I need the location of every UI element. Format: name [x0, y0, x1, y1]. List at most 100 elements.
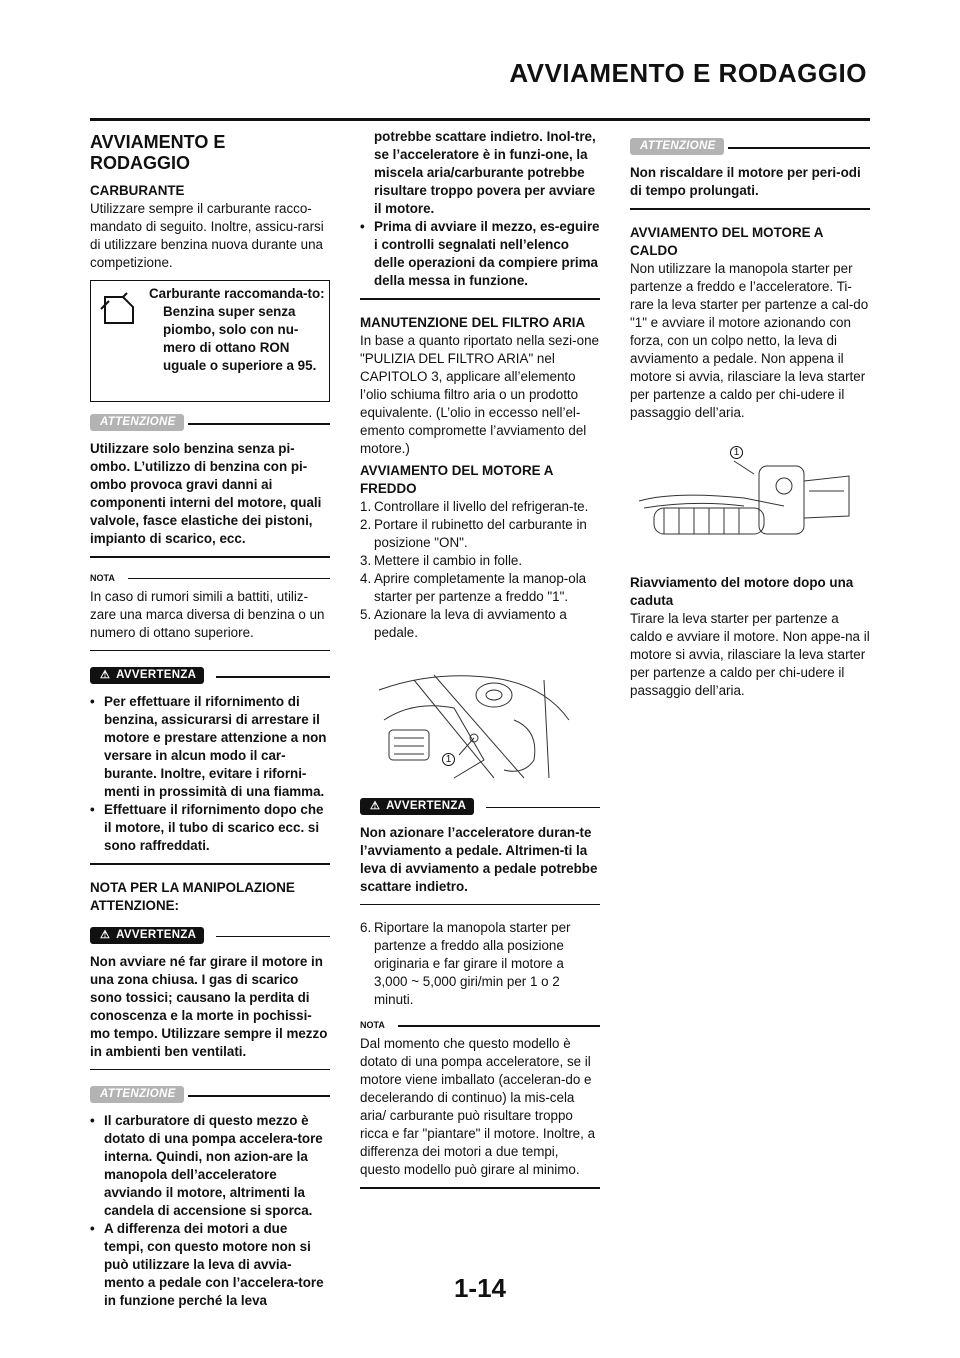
warning-text: Non avviare né far girare il motore in u…	[90, 953, 328, 1059]
list-item-text: Effettuare il rifornimento dopo che il m…	[104, 802, 324, 853]
note-header: NOTA	[360, 1019, 600, 1033]
recommended-fuel-box: Carburante raccomanda-to: Benzina super …	[90, 280, 330, 402]
warning-label: AVVERTENZA	[386, 799, 467, 812]
handlebar-figure: 1	[634, 445, 854, 546]
warning-triangle-icon: ⚠	[100, 928, 111, 941]
step-number: 5.	[360, 606, 372, 622]
warm-start-heading: AVVIAMENTO DEL MOTORE A CALDO	[630, 224, 823, 258]
attention-badge: ATTENZIONE	[90, 414, 184, 431]
divider	[486, 806, 600, 808]
divider	[360, 1187, 600, 1189]
step-item: 2.Portare il rubinetto del carburante in…	[360, 516, 600, 552]
cold-start-heading: AVVIAMENTO DEL MOTORE A FREDDO	[360, 462, 553, 496]
note-label: NOTA	[90, 572, 115, 583]
list-item: potrebbe scattare indietro. Inol-tre, se…	[360, 128, 600, 218]
fuel-can-icon	[100, 292, 134, 324]
attention-header: ATTENZIONE	[630, 136, 870, 158]
list-item: •Effettuare il rifornimento dopo che il …	[90, 802, 324, 853]
warning-text: Non azionare l’acceleratore duran-te l’a…	[360, 824, 598, 894]
step-text: Controllare il livello del refrigeran-te…	[374, 498, 589, 514]
divider	[360, 903, 600, 905]
filter-heading: MANUTENZIONE DEL FILTRO ARIA	[360, 314, 586, 330]
warning-header: ⚠ AVVERTENZA	[90, 925, 330, 947]
step-text: Aprire completamente la manop-ola starte…	[374, 570, 587, 604]
cold-start-steps: 1.Controllare il livello del refrigeran-…	[360, 498, 600, 642]
attention-list: •Il carburatore di questo mezzo è dotato…	[90, 1112, 330, 1310]
step-number: 1.	[360, 498, 372, 514]
attention-text: Utilizzare solo benzina senza pi-ombo. L…	[90, 441, 322, 546]
attention-badge: ATTENZIONE	[90, 1086, 184, 1103]
divider	[188, 1095, 330, 1097]
divider	[90, 556, 330, 558]
divider	[216, 676, 330, 678]
divider	[188, 423, 330, 425]
page-header-title: AVVIAMENTO E RODAGGIO	[509, 58, 867, 88]
warning-list: •Per effettuare il rifornimento di benzi…	[90, 693, 330, 855]
warning-badge: ⚠ AVVERTENZA	[90, 926, 205, 944]
column-3: ATTENZIONE Non riscaldare il motore per …	[630, 128, 870, 704]
note-text: Dal momento che questo modello è dotato …	[360, 1036, 596, 1177]
warning-header: ⚠ AVVERTENZA	[360, 796, 600, 818]
engine-figure: 1	[374, 660, 574, 782]
fuel-heading: CARBURANTE	[90, 183, 185, 198]
warning-label: AVVERTENZA	[116, 669, 197, 681]
list-item-text: potrebbe scattare indietro. Inol-tre, se…	[374, 129, 596, 216]
note-text: In caso di rumori simili a battiti, util…	[90, 588, 325, 640]
warning-badge: ⚠ AVVERTENZA	[360, 797, 475, 815]
divider	[360, 298, 600, 300]
divider	[398, 1025, 600, 1027]
note-label: NOTA	[360, 1020, 385, 1030]
step-number: 2.	[360, 516, 372, 532]
cold-start-step-6: 6.Riportare la manopola starter per part…	[360, 919, 600, 1009]
step-text: Mettere il cambio in folle.	[374, 552, 523, 568]
box-title: Carburante raccomanda-to:	[149, 286, 325, 301]
step-item: 4.Aprire completamente la manop-ola star…	[360, 570, 600, 606]
attention-text: Non riscaldare il motore per peri-odi di…	[630, 165, 861, 198]
engine-illustration	[378, 674, 570, 778]
list-item-text: Prima di avviare il mezzo, es-eguire i c…	[374, 219, 600, 288]
warm-start-text: Non utilizzare la manopola starter per p…	[630, 260, 869, 420]
header-rule	[90, 118, 870, 121]
divider	[90, 1068, 330, 1070]
column-2: potrebbe scattare indietro. Inol-tre, se…	[360, 128, 600, 1203]
list-item-text: Il carburatore di questo mezzo è dotato …	[104, 1113, 323, 1218]
warning-badge: ⚠ AVVERTENZA	[90, 667, 205, 684]
warning-triangle-icon: ⚠	[100, 669, 111, 681]
handling-heading: NOTA PER LA MANIPOLAZIONE ATTENZIONE:	[90, 879, 295, 913]
list-item: •Il carburatore di questo mezzo è dotato…	[90, 1113, 323, 1218]
page-number: 1-14	[453, 1273, 507, 1303]
list-item-text: Per effettuare il rifornimento di benzin…	[104, 694, 327, 799]
attention-header: ATTENZIONE	[90, 1084, 330, 1106]
step-number: 3.	[360, 552, 372, 568]
step-text: Riportare la manopola starter per parten…	[374, 920, 571, 1007]
divider	[216, 935, 330, 937]
list-item: •Prima di avviare il mezzo, es-eguire i …	[360, 219, 600, 288]
filter-text: In base a quanto riportato nella sezi-on…	[360, 332, 599, 456]
figure-callout: 1	[730, 445, 743, 459]
step-number: 6.	[360, 920, 372, 935]
divider	[128, 577, 330, 579]
box-text: Benzina super senza piombo, solo con nu-…	[163, 304, 317, 373]
list-item-text: A differenza dei motori a due tempi, con…	[104, 1221, 324, 1308]
step-text: Portare il rubinetto del carburante in p…	[374, 516, 587, 550]
list-item: •Per effettuare il rifornimento di benzi…	[90, 694, 327, 799]
warning-label: AVVERTENZA	[116, 928, 197, 941]
attention-badge: ATTENZIONE	[630, 138, 724, 155]
note-header: NOTA	[90, 572, 330, 586]
step-number: 4.	[360, 570, 372, 586]
divider	[630, 208, 870, 210]
figure-callout: 1	[442, 752, 455, 766]
list-item: •A differenza dei motori a due tempi, co…	[90, 1221, 324, 1308]
warning-header: ⚠ AVVERTENZA	[90, 665, 330, 687]
attention-header: ATTENZIONE	[90, 412, 330, 434]
fall-restart-heading: Riavviamento del motore dopo una caduta	[630, 574, 854, 608]
step-item: 5.Azionare la leva di avviamento a pedal…	[360, 606, 600, 642]
step-item: 3.Mettere il cambio in folle.	[360, 552, 600, 570]
warning-triangle-icon: ⚠	[370, 799, 381, 812]
step-item: 1.Controllare il livello del refrigeran-…	[360, 498, 600, 516]
fuel-text: Utilizzare sempre il carburante racco-ma…	[90, 201, 324, 270]
handlebar-illustration	[638, 460, 850, 534]
column-1: AVVIAMENTO E RODAGGIO CARBURANTE Utilizz…	[90, 128, 330, 1310]
divider	[90, 863, 330, 865]
fall-restart-text: Tirare la leva starter per partenze a ca…	[630, 610, 870, 698]
